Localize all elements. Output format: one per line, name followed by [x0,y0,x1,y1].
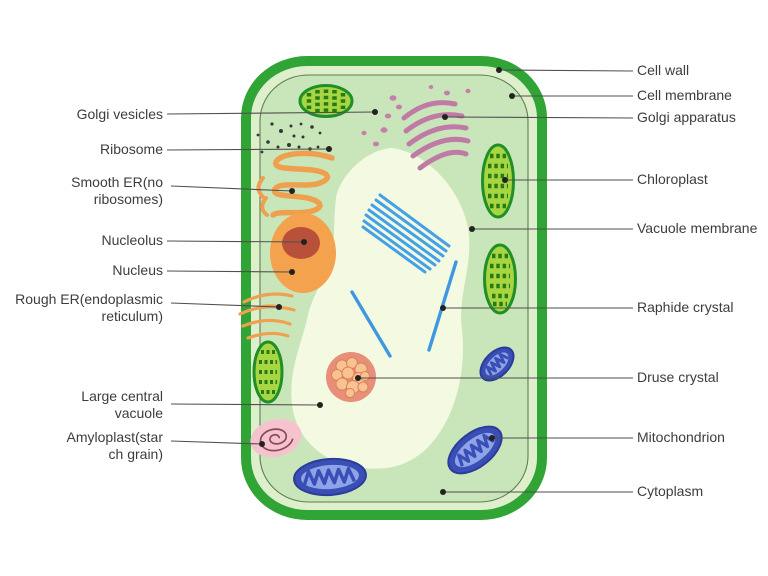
amyloplast-shape [250,418,302,458]
label-golgi-vesicles: Golgi vesicles [76,106,163,122]
label-smooth-er: Smooth ER(no ribosomes) [71,174,163,207]
label-druse-crystal: Druse crystal [637,369,719,385]
golgi-vesicles-shape [361,85,471,147]
label-nucleus: Nucleus [112,262,163,278]
leader-lines [166,69,634,493]
label-golgi-apparatus: Golgi apparatus [637,109,736,125]
golgi-apparatus-shape [401,100,471,171]
label-ribosome: Ribosome [99,141,163,157]
druse-crystal-shape [326,352,376,402]
label-nucleolus: Nucleolus [101,232,163,248]
ribosomes-shape [256,122,322,154]
chloroplast-top-shape [298,84,354,118]
chloroplast-right-upper-shape [481,143,515,219]
label-vacuole-membrane: Vacuole membrane [637,220,758,236]
chloroplast-left-shape [252,340,284,404]
nucleolus-shape [282,227,320,259]
label-large-central-vacuole: Large central vacuole [81,388,163,421]
label-raphide-crystal: Raphide crystal [637,299,734,315]
cell-membrane-line [259,74,529,503]
label-cell-wall: Cell wall [637,62,690,78]
label-chloroplast: Chloroplast [637,171,708,187]
label-rough-er: Rough ER(endoplasmic reticulum) [15,291,163,324]
label-amyloplast: Amyloplast(star ch grain) [66,429,163,462]
label-mitochondrion: Mitochondrion [637,429,725,445]
label-cytoplasm: Cytoplasm [637,483,704,499]
chloroplast-right-lower-shape [483,243,517,315]
label-cell-membrane: Cell membrane [637,87,732,103]
mitochondrion-bottom-shape [293,457,367,497]
leader-dots [259,67,515,495]
mitochondrion-right-shape [447,425,503,475]
smooth-er-shape [256,150,335,218]
raphide-crystal-bundle-shape [361,193,451,274]
nucleus-shape [270,213,336,293]
